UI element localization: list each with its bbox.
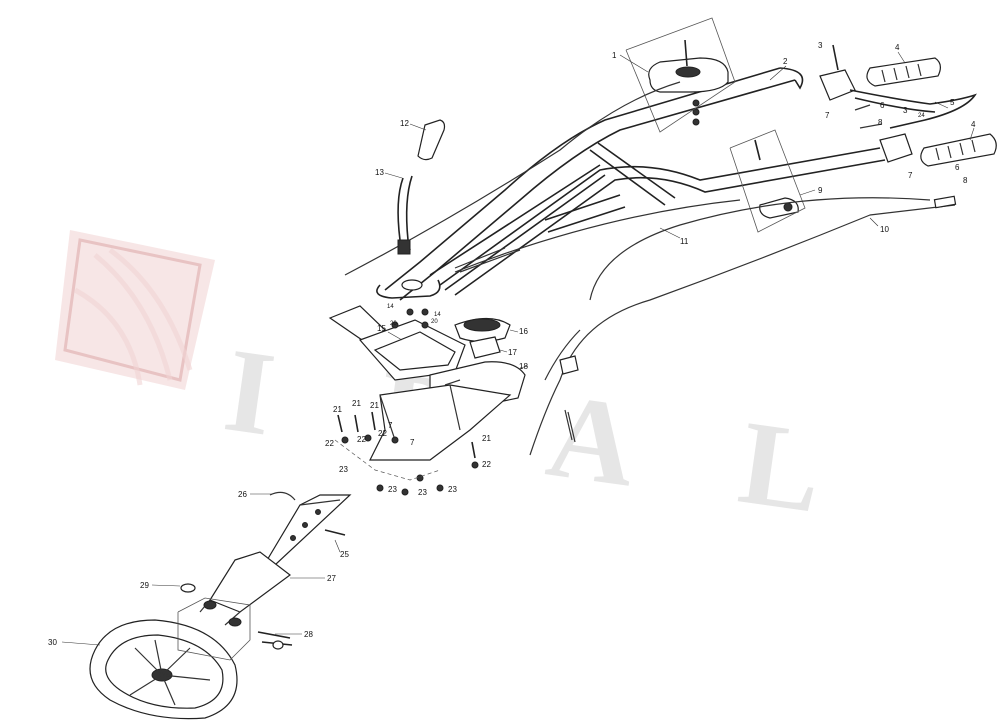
callout-26: 26 [238, 490, 247, 499]
callout-6-upper: 6 [880, 101, 885, 110]
handlebar-frame [376, 67, 886, 301]
callout-3-lower: 3 [903, 106, 908, 115]
callout-22-b: 22 [357, 435, 366, 444]
callout-3-top: 3 [818, 41, 823, 50]
callout-17: 17 [508, 348, 517, 357]
callout-10: 10 [880, 225, 889, 234]
callout-27: 27 [327, 574, 336, 583]
callout-23-a: 23 [339, 465, 348, 474]
callout-11: 11 [680, 237, 689, 246]
callout-29: 29 [140, 581, 149, 590]
callout-24: 24 [918, 113, 925, 119]
callout-2: 2 [783, 57, 788, 66]
support-wheel [89, 491, 352, 720]
callout-23-b: 23 [388, 485, 397, 494]
callout-13: 13 [375, 168, 384, 177]
bolts-washers [334, 411, 479, 496]
throttle-control-box [625, 17, 736, 133]
callout-23-c: 23 [418, 488, 427, 497]
callout-14-right: 14 [434, 312, 441, 318]
callout-23-d: 23 [448, 485, 457, 494]
callout-21-b: 21 [352, 399, 361, 408]
callout-7-right: 7 [908, 171, 913, 180]
callout-22-a: 22 [325, 439, 334, 448]
callout-4-top: 4 [895, 43, 900, 52]
callout-7-low: 7 [410, 438, 415, 447]
callout-7-mid: 7 [388, 421, 393, 430]
callout-9: 9 [818, 186, 823, 195]
callout-16: 16 [519, 327, 528, 336]
callout-4-lower: 4 [971, 120, 976, 129]
callout-28: 28 [304, 630, 313, 639]
callout-7-upper: 7 [825, 111, 830, 120]
callout-21-c: 21 [370, 401, 379, 410]
control-cables [344, 81, 957, 456]
callout-14-left: 14 [387, 304, 394, 310]
callout-22-d: 22 [482, 460, 491, 469]
callout-15: 15 [377, 324, 386, 333]
callout-21-a: 21 [333, 405, 342, 414]
transmission-housing [328, 305, 526, 461]
callout-8-lower: 8 [963, 176, 968, 185]
callout-22-c: 22 [378, 429, 387, 438]
handle-grips [819, 44, 997, 167]
gear-lever [397, 119, 446, 255]
callout-30: 30 [48, 638, 57, 647]
callout-12: 12 [400, 119, 409, 128]
callout-labels: 1 2 3 3 4 4 5 6 6 7 7 7 7 8 8 9 10 11 12… [48, 41, 976, 647]
callout-1: 1 [612, 51, 617, 60]
callout-6-lower: 6 [955, 163, 960, 172]
watermark-logo [55, 230, 215, 390]
callout-18: 18 [519, 362, 528, 371]
callout-25: 25 [340, 550, 349, 559]
callout-20-left: 20 [390, 321, 397, 327]
callout-8-upper: 8 [878, 118, 883, 127]
callout-5: 5 [950, 98, 955, 107]
callout-21-d: 21 [482, 434, 491, 443]
callout-20-right: 20 [431, 319, 438, 325]
